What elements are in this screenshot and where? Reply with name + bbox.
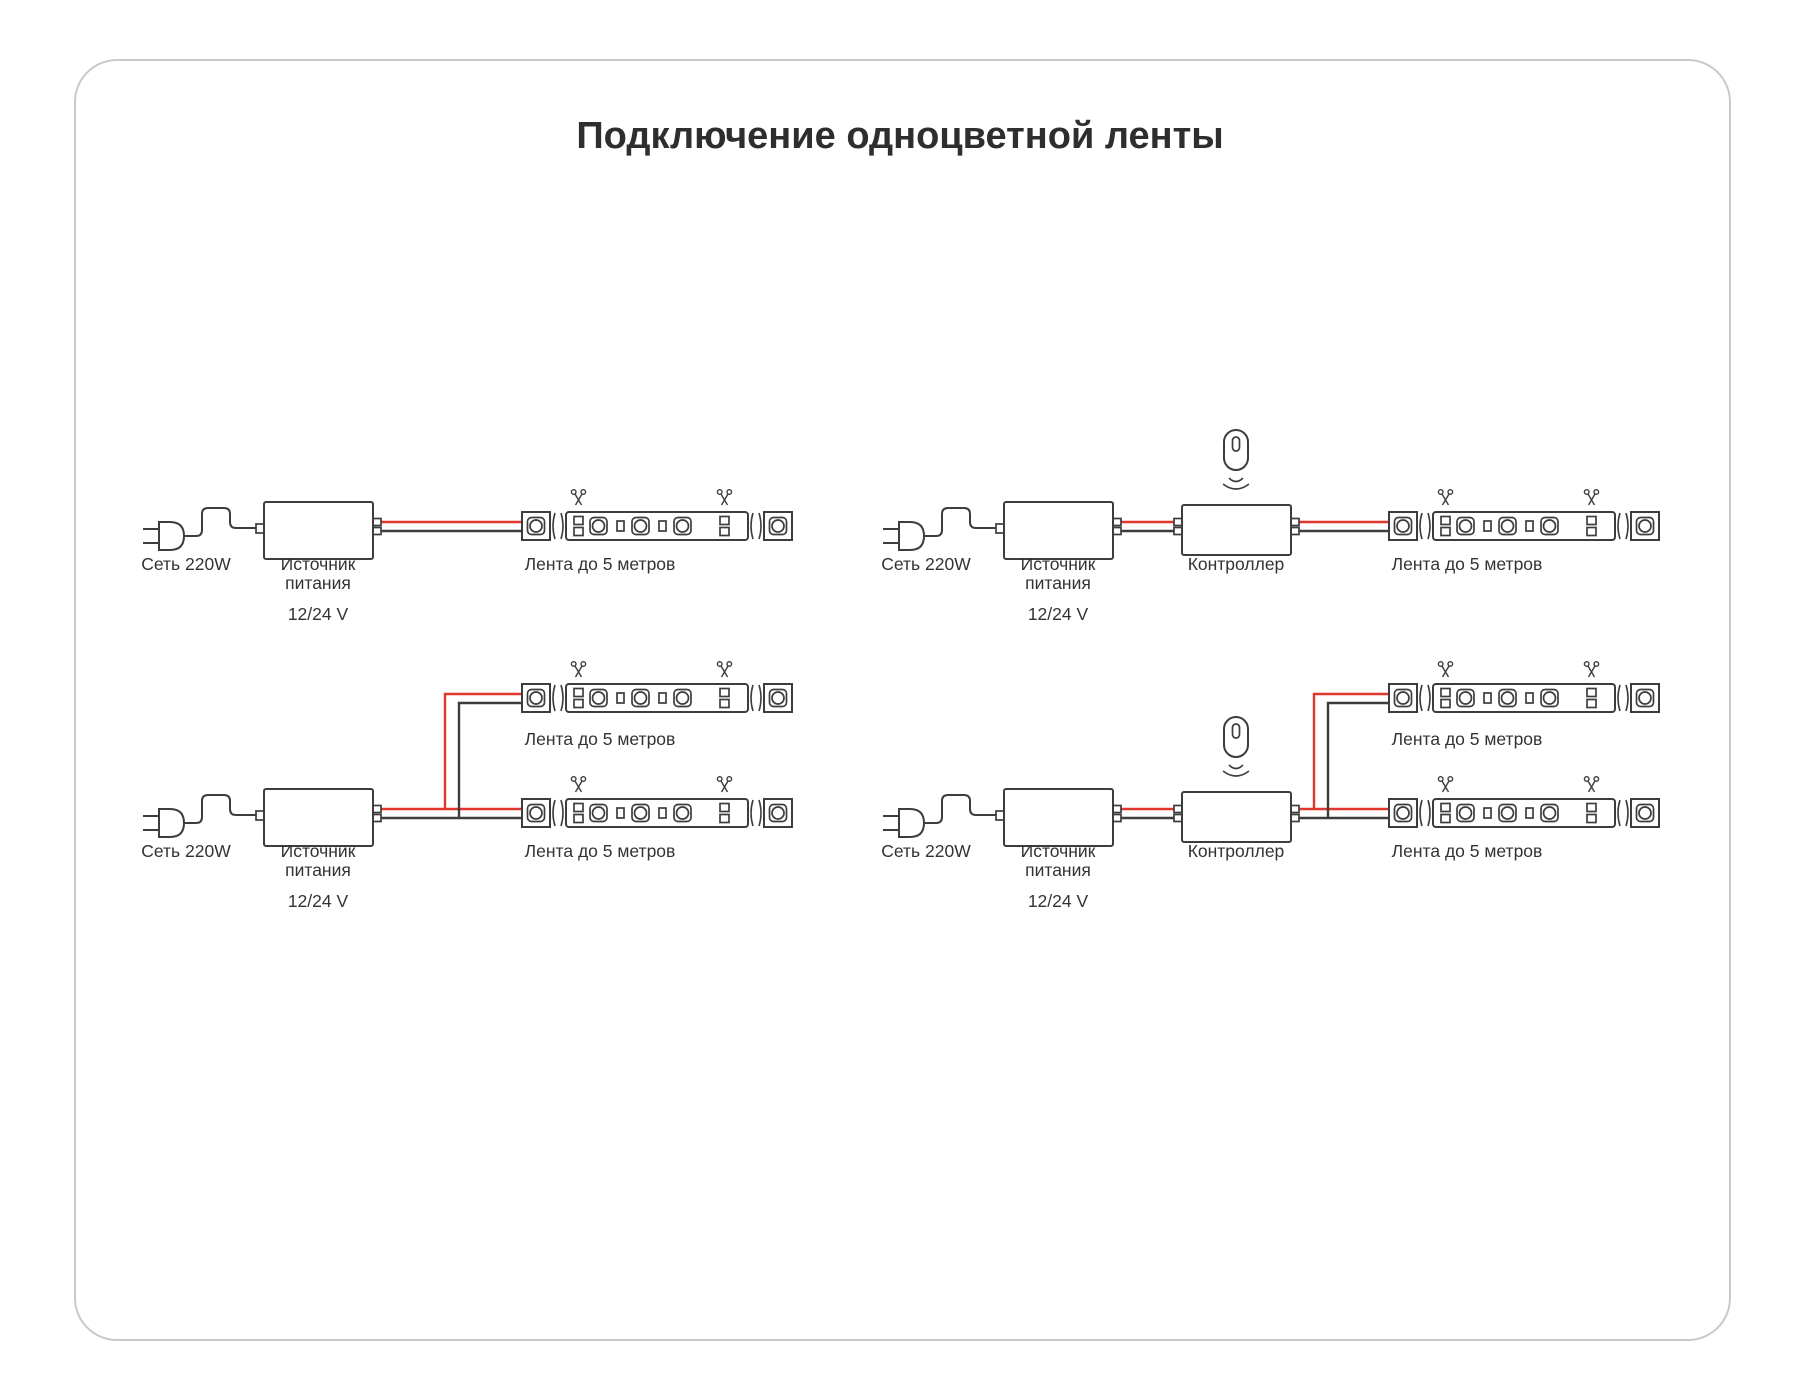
power-supply-icon: [255, 501, 382, 560]
psu-voltage-label: 12/24 V: [1028, 604, 1089, 624]
power-supply-icon: [995, 501, 1122, 560]
strip-label-upper: Лента до 5 метров: [525, 729, 676, 749]
controller-icon: [1173, 791, 1300, 843]
page-title: Подключение одноцветной ленты: [576, 115, 1223, 157]
led-strip-icon-upper: [522, 662, 792, 712]
led-strip-icon-lower: [1389, 777, 1659, 827]
controller-icon: [1173, 504, 1300, 556]
mains-label: Сеть 220W: [881, 841, 971, 861]
wire-black: [381, 701, 522, 820]
psu-label-line2: питания: [285, 573, 351, 593]
power-plug-icon: [882, 794, 997, 838]
power-supply-icon: [255, 788, 382, 847]
wire-red: [1121, 692, 1389, 811]
led-strip-icon: [522, 490, 792, 540]
mains-label: Сеть 220W: [141, 841, 231, 861]
remote-control-icon: [1222, 716, 1250, 777]
psu-label-line1: Источник: [281, 554, 356, 574]
strip-label-lower: Лента до 5 метров: [525, 841, 676, 861]
wire-red: [381, 692, 522, 811]
psu-label-line2: питания: [285, 860, 351, 880]
diagram-psu-to-two-strips: Сеть 220W Источник питания 12/24 V Лента…: [141, 662, 792, 911]
remote-control-icon: [1222, 429, 1250, 490]
diagram-psu-to-strip: Сеть 220W Источник питания 12/24 V Лента…: [141, 490, 792, 624]
psu-voltage-label: 12/24 V: [1028, 891, 1089, 911]
power-plug-icon: [142, 794, 257, 838]
diagram-psu-controller-strip: Сеть 220W Источник питания 12/24 V Контр…: [881, 429, 1659, 624]
led-strip-icon-upper: [1389, 662, 1659, 712]
psu-label-line2: питания: [1025, 573, 1091, 593]
strip-label: Лента до 5 метров: [525, 554, 676, 574]
power-supply-icon: [995, 788, 1122, 847]
led-strip-icon: [1389, 490, 1659, 540]
psu-voltage-label: 12/24 V: [288, 604, 349, 624]
mains-label: Сеть 220W: [881, 554, 971, 574]
psu-label-line2: питания: [1025, 860, 1091, 880]
diagram-psu-controller-two-strips: Сеть 220W Источник питания 12/24 V Контр…: [881, 662, 1659, 911]
led-strip-icon-lower: [522, 777, 792, 827]
page-frame: [74, 59, 1731, 1341]
mains-label: Сеть 220W: [141, 554, 231, 574]
psu-voltage-label: 12/24 V: [288, 891, 349, 911]
psu-label-line1: Источник: [1021, 554, 1096, 574]
wire-black: [1121, 701, 1389, 820]
strip-label: Лента до 5 метров: [1392, 554, 1543, 574]
power-plug-icon: [882, 507, 997, 551]
psu-label-line1: Источник: [281, 841, 356, 861]
strip-label-lower: Лента до 5 метров: [1392, 841, 1543, 861]
strip-label-upper: Лента до 5 метров: [1392, 729, 1543, 749]
controller-label: Контроллер: [1188, 841, 1285, 861]
power-plug-icon: [142, 507, 257, 551]
psu-label-line1: Источник: [1021, 841, 1096, 861]
controller-label: Контроллер: [1188, 554, 1285, 574]
